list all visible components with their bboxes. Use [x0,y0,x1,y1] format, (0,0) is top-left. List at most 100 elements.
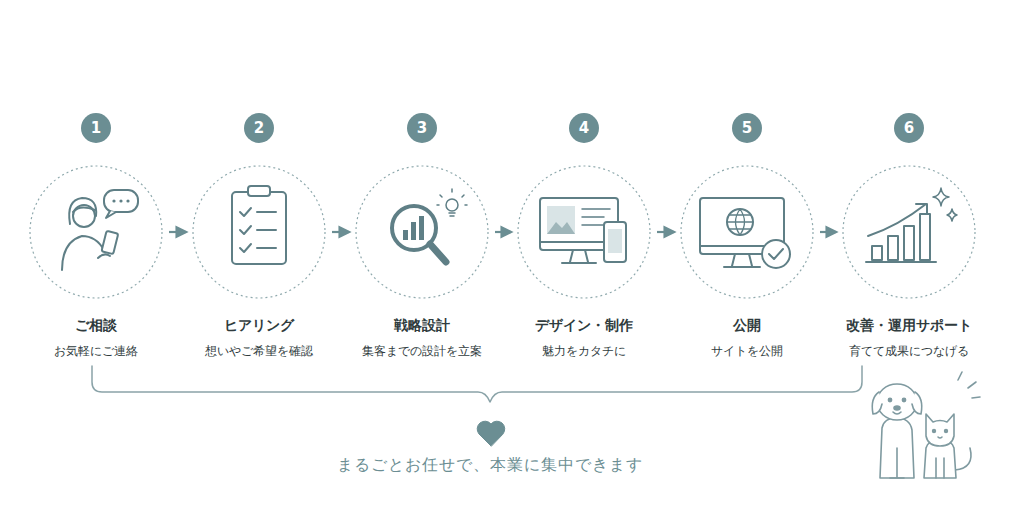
lines [257,212,276,248]
speech-bubble [104,190,138,212]
bar [888,236,898,260]
growth-icon [866,188,957,262]
step-circle: 公開サイトを公開 [680,165,814,299]
step-title: ご相談 [0,317,206,335]
check [769,249,783,259]
cat-tail [955,448,971,470]
dashed-circle [356,166,488,298]
bar [920,214,930,260]
callout-number: 5 [742,121,752,136]
step-description: 想いやご希望を確認 [149,344,369,359]
step-circle: ご相談お気軽にご連絡 [29,165,163,299]
dashed-circle-outline [29,165,163,299]
body [62,236,104,270]
analysis-icon [392,189,467,262]
step-title: 戦略設計 [312,317,532,335]
step-number-badge: 3 [407,113,437,143]
tagline: まるごとお任せで、本業に集中できます [240,455,740,476]
dog-ear [872,392,882,414]
bubble-dot [126,199,129,202]
dog-legs [890,448,904,478]
head [73,205,95,227]
dog-head [877,384,917,420]
dog-body [880,418,914,478]
baseline [866,261,936,263]
step-circle: 改善・運用サポート育てて成果につなげる [842,165,976,299]
person-icon [62,190,138,270]
cat-head [926,414,954,446]
callout-number: 4 [579,121,589,136]
dog-nose [894,406,900,410]
step-number-badge: 5 [732,113,762,143]
cat-eye [933,430,936,433]
trend-arrow [868,204,927,236]
bracket [92,366,862,402]
dashed-circle-outline [192,165,326,299]
bubble-dot [112,199,115,202]
cat-legs [936,458,944,478]
mountains [547,222,575,234]
step-number-badge: 4 [569,113,599,143]
step-description: お気軽にご連絡 [0,344,206,359]
dog-cat-illustration [872,372,980,478]
step-description: 育てて成果につなげる [799,344,1019,359]
bar [872,246,882,260]
bar [411,222,416,240]
dashed-circle-outline [355,165,489,299]
dog-eye [902,398,905,401]
callout-number: 6 [904,121,914,136]
check [240,208,251,216]
check-circle [762,240,790,268]
clipboard-icon [232,186,286,264]
heart [477,421,505,446]
bar [904,226,914,260]
globe [727,209,753,235]
step-number-badge: 6 [894,113,924,143]
dashed-circle-outline [517,165,651,299]
step-description: 集客までの設計を立案 [312,344,532,359]
smartphone [604,222,626,262]
step-circle: デザイン・制作魅力をカタチに [517,165,651,299]
bulb [446,199,458,211]
step-title: 改善・運用サポート [799,317,1019,335]
dog-ear [912,392,922,414]
bubble-dot [119,199,122,202]
dashed-circle [681,166,813,298]
dashed-circle [193,166,325,298]
design-icon [540,198,626,263]
step-circle: ヒアリング想いやご希望を確認 [192,165,326,299]
step-circle: 戦略設計集客までの設計を立案 [355,165,489,299]
sparkle [933,188,949,206]
bulb-rays [437,189,467,216]
image [547,206,575,234]
handle [430,244,446,262]
step-title: デザイン・制作 [474,317,694,335]
step-description: 魅力をカタチに [474,344,694,359]
step-number-badge: 2 [244,113,274,143]
phone [102,231,119,254]
hand [98,254,110,258]
flow-arrow [169,231,186,233]
clip [248,186,270,196]
dashed-circle [518,166,650,298]
bar [419,216,424,240]
flow-arrow [332,231,349,233]
callout-number: 3 [417,121,427,136]
publish-icon [700,198,790,268]
step-description: サイトを公開 [637,344,857,359]
flow-arrow [820,231,836,233]
fringe [73,207,95,212]
smartphone-screen [608,229,622,253]
dashed-circle-outline [842,165,976,299]
flow-arrow [657,231,674,233]
globe-lines [727,209,753,235]
check [240,244,251,252]
flow-arrow [495,231,511,233]
cat-eye [945,430,948,433]
step-title: 公開 [637,317,857,335]
dashed-circle-outline [680,165,814,299]
callout-number: 1 [91,121,101,136]
